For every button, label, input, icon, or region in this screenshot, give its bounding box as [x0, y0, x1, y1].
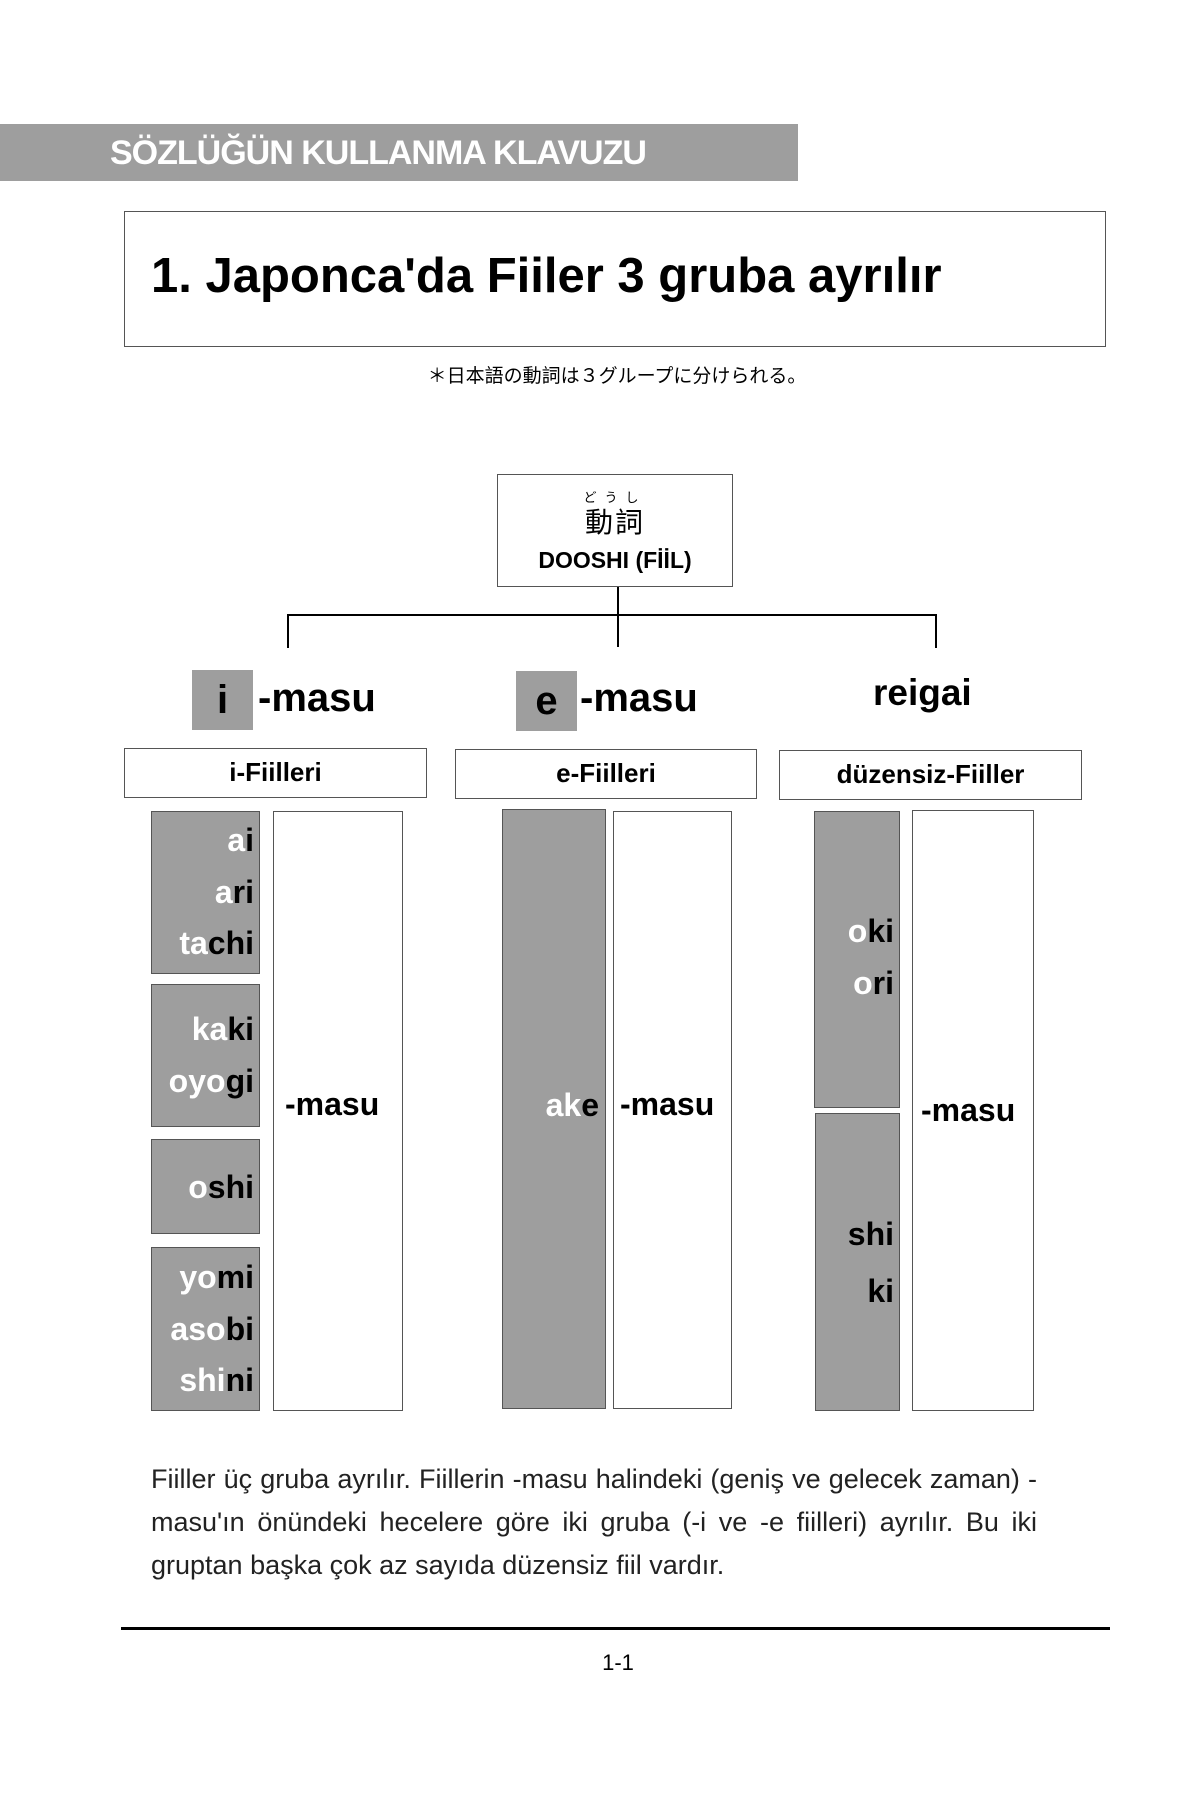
irregular-stem-block-2 — [815, 1113, 900, 1411]
group-i-chip: i — [192, 670, 253, 730]
verb-stem: oshi — [188, 1169, 254, 1205]
verb-stem: yomi — [179, 1259, 254, 1295]
group-i-label: i-Fiilleri — [124, 748, 427, 798]
e-masu-label: -masu — [620, 1086, 715, 1122]
i-masu-column — [273, 811, 403, 1411]
e-stem-column — [502, 809, 606, 1409]
group-e-suffix: -masu — [580, 676, 698, 720]
tree-crossbar — [287, 614, 937, 616]
group-reigai-name: reigai — [873, 672, 972, 713]
i-stem-block-2 — [151, 984, 260, 1127]
i-stem-block-4 — [151, 1247, 260, 1411]
verb-stem: oyogi — [168, 1063, 254, 1099]
i-masu-label: -masu — [285, 1086, 380, 1122]
header-band — [0, 124, 798, 181]
description-paragraph: Fiiller üç gruba ayrılır. Fiillerin -mas… — [151, 1464, 1037, 1580]
root-kanji: 動詞 — [584, 506, 645, 539]
i-stem-block-1 — [151, 811, 260, 974]
tree-trunk — [617, 587, 619, 647]
verb-stem: kaki — [191, 1011, 254, 1047]
section-title-box — [124, 211, 1106, 347]
root-verb-box: どうし 動詞 DOOSHI (FİİL) — [497, 474, 733, 587]
verb-stem: ari — [214, 874, 254, 910]
verb-stem: oki — [847, 913, 894, 949]
verb-stem: tachi — [179, 925, 254, 961]
verb-stem: ori — [853, 965, 894, 1001]
root-ruby: どうし — [583, 491, 647, 506]
verb-stem: shi — [847, 1216, 894, 1252]
group-e-label: e-Fiilleri — [455, 749, 757, 799]
e-masu-column — [613, 811, 732, 1409]
root-label: DOOSHI (FİİL) — [538, 547, 692, 573]
irregular-masu-label: -masu — [921, 1092, 1016, 1128]
group-reigai-label: düzensiz-Fiiller — [779, 750, 1082, 800]
tree-branch-right — [935, 614, 937, 648]
verb-stem: shini — [179, 1362, 254, 1398]
japanese-note: ＊日本語の動詞は３グループに分けられる。 — [427, 365, 807, 387]
verb-stem: ki — [867, 1273, 894, 1309]
i-stem-block-3 — [151, 1139, 260, 1234]
header-title: SÖZLÜĞÜN KULLANMA KLAVUZU — [110, 134, 647, 172]
irregular-stem-block-1 — [814, 811, 900, 1108]
page-number: 1-1 — [602, 1650, 634, 1675]
verb-stem: asobi — [170, 1311, 254, 1347]
group-i-suffix: -masu — [258, 676, 376, 720]
verb-stem: ai — [227, 822, 254, 858]
group-e-chip: e — [516, 671, 577, 731]
verb-stem: ake — [545, 1087, 599, 1123]
tree-branch-left — [287, 614, 289, 648]
irregular-masu-column — [912, 810, 1034, 1411]
section-title: 1. Japonca'da Fiiler 3 gruba ayrılır — [151, 249, 942, 303]
footer-rule — [121, 1627, 1110, 1630]
